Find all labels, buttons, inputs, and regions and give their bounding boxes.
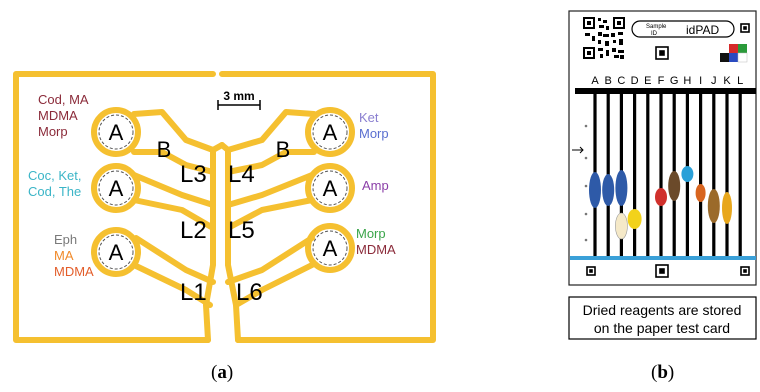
left-pad-1 — [91, 107, 141, 157]
color-spot — [722, 192, 732, 224]
arrow-right-icon — [572, 146, 584, 154]
color-spot — [627, 209, 642, 229]
outer-frame-right — [219, 71, 436, 343]
right-pad-2 — [305, 163, 355, 213]
color-spot — [602, 174, 615, 206]
waste-line — [570, 256, 756, 260]
lane-label-l2: L2 — [180, 217, 207, 244]
reagent-text: Coc, Ket, — [28, 168, 81, 183]
lane-letter-k: K — [723, 75, 731, 87]
lane-label-l3: L3 — [180, 161, 207, 188]
qr-code-icon — [583, 17, 625, 59]
color-spot — [655, 188, 667, 206]
right-arm-2 — [225, 172, 315, 231]
left-pad-3 — [91, 227, 141, 277]
reagent-text: Eph — [54, 232, 77, 247]
reagent-text: Amp — [362, 178, 389, 193]
left-arm-1 — [131, 109, 216, 175]
reagent-labels-left: Cod, MA MDMA Morp Coc, Ket, Cod, The Eph… — [28, 92, 94, 279]
reagents-note-box — [568, 296, 757, 340]
left-arm-3 — [131, 235, 216, 308]
reagents-note-line2: on the paper test card — [594, 320, 730, 336]
pad-letters: A A A A A A — [109, 120, 338, 265]
pad-letter: A — [109, 176, 124, 201]
reagent-text: MDMA — [38, 108, 78, 123]
lane-letter-i: I — [699, 75, 702, 87]
lane-letter-g: G — [670, 75, 679, 87]
reagent-text: MA — [54, 248, 74, 263]
outer-frame-left — [13, 71, 216, 343]
fiducial-markers — [586, 23, 750, 278]
brand-label: idPAD — [686, 23, 719, 37]
color-spot — [681, 166, 694, 182]
lane-letter-a: A — [591, 75, 599, 87]
caption-a: (a) — [211, 362, 234, 383]
side-marks — [584, 124, 588, 242]
pad-letter: A — [323, 120, 338, 145]
b-label-right: B — [276, 137, 291, 162]
reagents-note-line1: Dried reagents are stored — [583, 302, 742, 318]
pad-dashed-rings — [98, 114, 348, 270]
scale-bar-label: 3 mm — [223, 89, 254, 103]
lane-k — [725, 94, 729, 256]
reagent-text: MDMA — [356, 242, 396, 257]
color-spot — [589, 172, 601, 208]
b-label-left: B — [157, 137, 172, 162]
lane-f — [659, 94, 663, 256]
lane-labels: L1 L2 L3 L4 L5 L6 — [180, 161, 263, 306]
scale-bar: 3 mm — [217, 89, 261, 110]
lane-letter-e: E — [644, 75, 651, 87]
color-spot — [707, 189, 720, 223]
sample-id-field — [631, 20, 735, 38]
lane-letter-c: C — [617, 75, 625, 87]
lane-e — [646, 94, 650, 256]
lane-letter-h: H — [683, 75, 691, 87]
lane-d — [633, 94, 637, 256]
lane-letter-f: F — [658, 75, 665, 87]
lane-label-l4: L4 — [228, 161, 255, 188]
lane-l — [738, 94, 742, 256]
pad-letter: A — [323, 176, 338, 201]
lane-label-l5: L5 — [228, 217, 255, 244]
left-pad-2 — [91, 163, 141, 213]
lane-j — [712, 94, 716, 256]
lane-i — [699, 94, 703, 256]
caption-b: (b) — [651, 362, 675, 383]
color-spot — [668, 171, 681, 201]
reagent-labels-right: Ket Morp Amp Morp MDMA — [356, 110, 396, 257]
lane-letter-l: L — [737, 75, 743, 87]
lane-label-l1: L1 — [180, 279, 207, 306]
svg-text:ID: ID — [651, 31, 658, 37]
right-pad-3 — [305, 223, 355, 273]
spot-group — [589, 166, 732, 240]
lane-letter-j: J — [711, 75, 717, 87]
reagent-text: Morp — [356, 226, 386, 241]
reagent-text: Morp — [359, 126, 389, 141]
color-spot — [615, 212, 628, 240]
central-channel-left — [203, 142, 225, 343]
reagent-text: Ket — [359, 110, 379, 125]
lane-label-l6: L6 — [236, 279, 263, 306]
pad-letter: A — [323, 236, 338, 261]
pad-letter: A — [109, 240, 124, 265]
color-calibration-icon — [720, 44, 748, 63]
right-arm-3 — [225, 235, 315, 308]
reagent-text: Morp — [38, 124, 68, 139]
reagent-text: Cod, The — [28, 184, 81, 199]
left-arm-2 — [131, 172, 216, 231]
pad-letter: A — [109, 120, 124, 145]
color-spot — [695, 184, 706, 202]
top-bar — [575, 88, 756, 94]
right-pad-1 — [305, 107, 355, 157]
panel-a-device — [13, 71, 436, 343]
lane-letter-b: B — [605, 75, 612, 87]
lane-letter-d: D — [631, 75, 639, 87]
sample-id-label: Sample — [646, 24, 667, 30]
reagent-text: MDMA — [54, 264, 94, 279]
reagent-text: Cod, MA — [38, 92, 89, 107]
color-spot — [615, 170, 628, 206]
right-arm-1 — [225, 109, 317, 175]
